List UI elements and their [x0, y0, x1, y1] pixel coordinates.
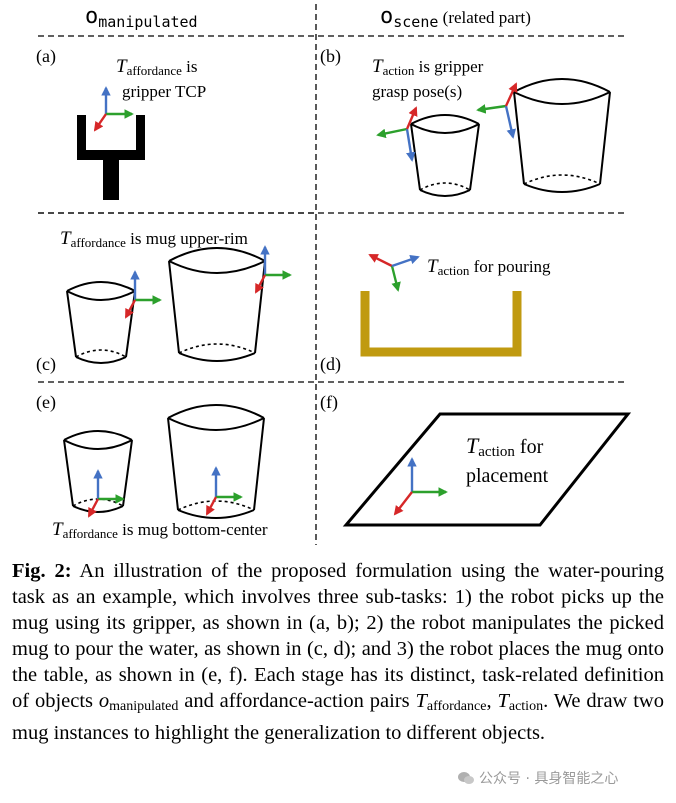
annotation-f: Taction for placement — [466, 433, 549, 488]
annotation-a: Taffordance is gripper TCP — [116, 56, 207, 101]
panel-label-a: (a) — [36, 46, 56, 66]
axes-b1 — [376, 106, 418, 162]
mug-b-small — [410, 114, 480, 197]
table-plane — [342, 412, 632, 527]
figure-caption: Fig. 2: An illustration of the proposed … — [12, 560, 664, 744]
annotation-e: Taffordance is mug bottom-center — [52, 519, 268, 541]
panel-label-c: (c) — [36, 354, 56, 374]
axes-c1 — [124, 270, 162, 319]
panel-label-d: (d) — [320, 354, 341, 374]
mug-c-small — [66, 281, 136, 364]
figure: omanipulated oscene (related part) (a) (… — [36, 4, 632, 545]
watermark: 公众号 · 具身智能之心 — [458, 768, 618, 788]
mug-e-large — [167, 404, 265, 519]
mug-c-large — [168, 247, 266, 362]
header-scene: oscene (related part) — [380, 4, 531, 31]
watermark-text: 公众号 · 具身智能之心 — [479, 771, 619, 787]
wechat-icon — [458, 772, 474, 784]
header-manipulated: omanipulated — [85, 4, 198, 31]
panel-label-b: (b) — [320, 46, 341, 66]
annotation-b: Taction is gripper grasp pose(s) — [372, 56, 484, 101]
axes-c2 — [254, 245, 292, 294]
figure-graphics — [38, 4, 632, 545]
mug-b-large — [513, 78, 611, 193]
gripper-shape — [77, 115, 145, 200]
panel-label-e: (e) — [36, 392, 56, 412]
axes-f — [393, 457, 448, 516]
axes-d — [368, 253, 420, 292]
pouring-container — [360, 291, 522, 357]
annotation-d: Taction for pouring — [427, 256, 551, 278]
axes-a — [93, 86, 134, 132]
panel-label-f: (f) — [320, 392, 338, 412]
axes-b2 — [476, 82, 518, 139]
caption-fig-label: Fig. 2: — [12, 560, 72, 582]
annotation-c: Taffordance is mug upper-rim — [60, 228, 248, 250]
axes-e1 — [87, 469, 125, 518]
panel-dividers — [38, 4, 628, 545]
axes-e2 — [205, 466, 243, 516]
